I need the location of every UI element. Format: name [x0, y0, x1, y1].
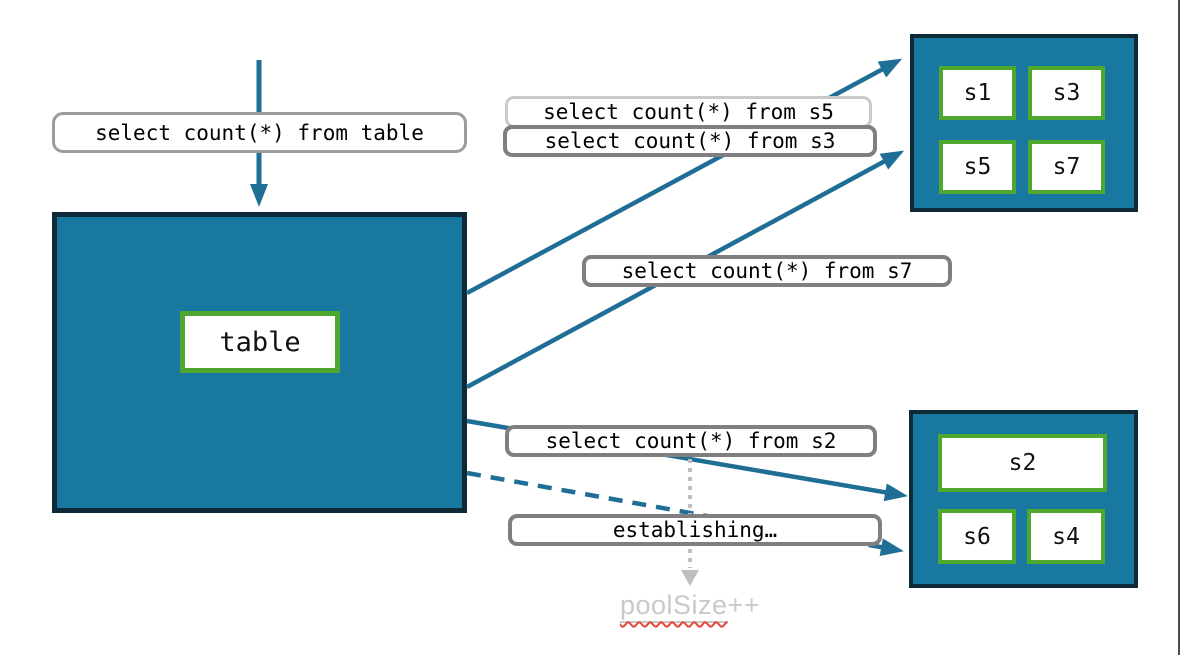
query-label-table: select count(*) from table	[52, 112, 467, 153]
shard-s3: s3	[1028, 66, 1105, 120]
shard-s1: s1	[939, 66, 1016, 120]
table-label-text: table	[219, 326, 301, 358]
query-s7-text: select count(*) from s7	[621, 259, 913, 283]
poolsize-suffix: ++	[727, 590, 761, 620]
query-table-text: select count(*) from table	[95, 120, 424, 145]
shard-s5-label: s5	[963, 154, 992, 180]
query-s3-text: select count(*) from s3	[544, 129, 836, 153]
shard-s7: s7	[1028, 140, 1105, 194]
shard-s5: s5	[939, 140, 1016, 194]
slide-edge-line	[1178, 0, 1180, 655]
shard-s6: s6	[938, 509, 1016, 564]
shard-s4: s4	[1027, 509, 1105, 564]
query-label-s2: select count(*) from s2	[505, 425, 877, 457]
query-label-s5: select count(*) from s5	[505, 96, 872, 128]
query-label-s7: select count(*) from s7	[582, 255, 952, 287]
query-s5-text: select count(*) from s5	[543, 100, 834, 124]
shard-s2: s2	[938, 434, 1107, 492]
poolsize-text: poolSize	[619, 590, 728, 623]
shard-s1-label: s1	[963, 80, 992, 106]
establishing-text: establishing…	[612, 518, 778, 542]
shard-s7-label: s7	[1052, 154, 1081, 180]
shard-s2-label: s2	[1008, 450, 1037, 476]
table-node-label: table	[180, 311, 340, 373]
shard-pool-top: s1 s3 s5 s7	[910, 34, 1138, 212]
query-s2-text: select count(*) from s2	[545, 429, 837, 453]
query-label-s3: select count(*) from s3	[503, 125, 877, 157]
arrow-poolsize-dotted-head	[681, 570, 699, 586]
shard-s3-label: s3	[1052, 80, 1081, 106]
shard-s4-label: s4	[1052, 523, 1080, 550]
status-label-establishing: establishing…	[508, 514, 882, 546]
shard-pool-bottom: s2 s6 s4	[909, 410, 1138, 588]
poolsize-annotation: poolSize++	[560, 590, 820, 623]
shard-s6-label: s6	[963, 523, 991, 550]
